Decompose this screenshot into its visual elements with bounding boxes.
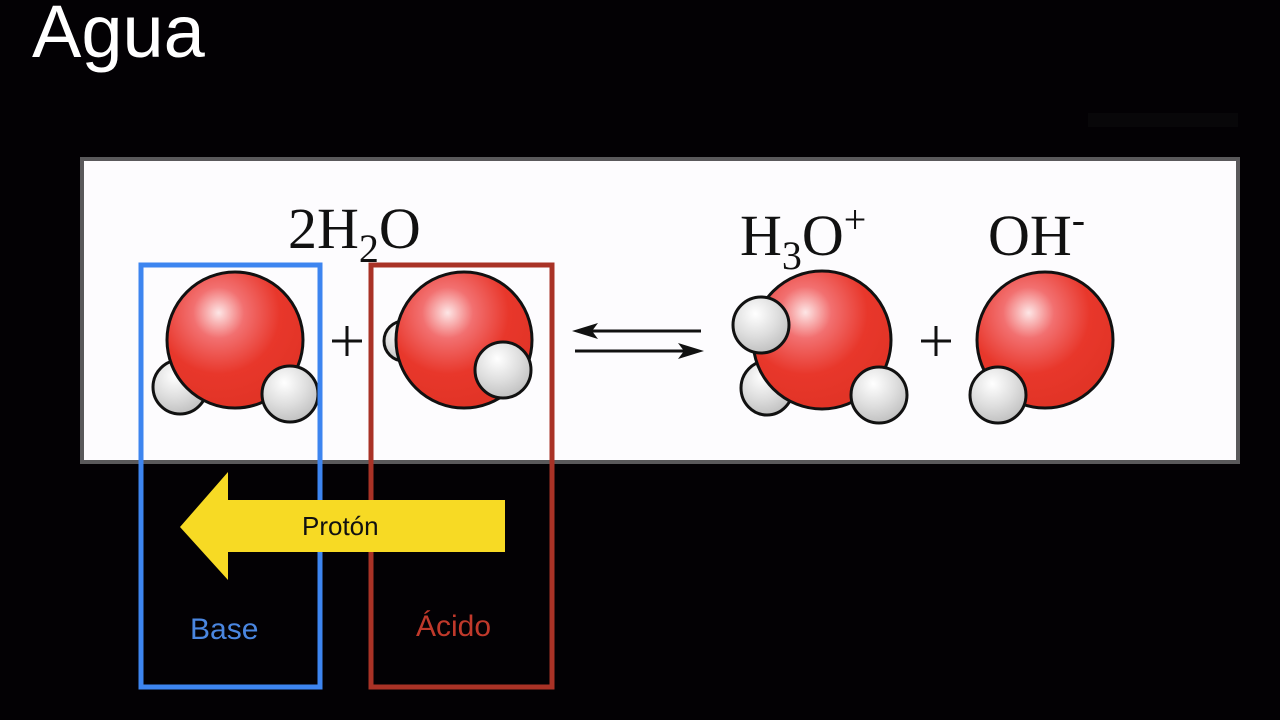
hydrogen-atom xyxy=(968,365,1028,425)
plus-icon xyxy=(332,326,362,356)
molecule-hydroxide xyxy=(968,270,1115,425)
proton-arrow-icon xyxy=(180,472,505,580)
subscript: 3 xyxy=(781,233,802,278)
charge: + xyxy=(843,197,867,242)
molecule-water-base xyxy=(151,270,320,424)
acid-box xyxy=(368,262,555,690)
charge: - xyxy=(1071,197,1086,242)
element-symbol: H xyxy=(740,203,782,268)
base-label: Base xyxy=(190,613,259,646)
molecule-water-acid xyxy=(382,270,534,410)
watermark xyxy=(1088,113,1238,127)
slide-title: Agua xyxy=(32,0,205,73)
hydrogen-atom xyxy=(473,340,533,400)
subscript: 2 xyxy=(358,226,379,271)
element-symbol: O xyxy=(378,196,421,261)
hydronium-formula: H3O+ xyxy=(740,200,866,276)
hydroxide-formula: OH- xyxy=(988,200,1085,265)
hydrogen-atom xyxy=(260,364,320,424)
hydrogen-atom xyxy=(731,295,791,355)
coefficient: 2 xyxy=(288,196,317,261)
molecule-hydronium xyxy=(731,269,909,425)
hydrogen-atom xyxy=(849,365,909,425)
element-symbol: OH xyxy=(988,203,1072,268)
plus-icon xyxy=(921,326,951,356)
reactant-formula: 2H2O xyxy=(288,200,421,269)
element-symbol: H xyxy=(317,196,359,261)
equilibrium-arrow-icon xyxy=(572,323,704,359)
acid-label: Ácido xyxy=(416,610,492,643)
proton-label: Protón xyxy=(302,511,379,541)
element-symbol: O xyxy=(801,203,844,268)
base-box xyxy=(138,262,323,690)
